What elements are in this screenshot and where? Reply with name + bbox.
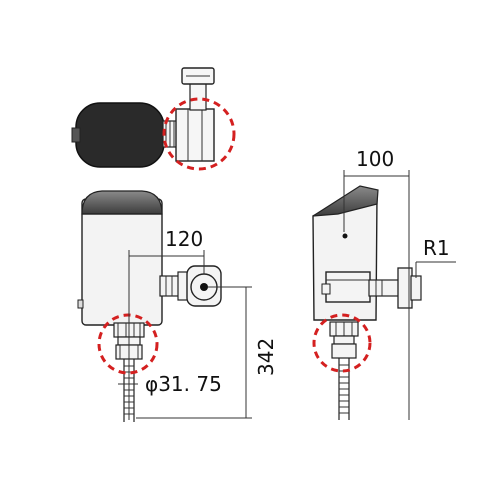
front-cap xyxy=(81,190,163,215)
side-highlight-circle xyxy=(312,313,372,373)
dim-offset: 120 xyxy=(165,227,203,251)
top-sensor-cover xyxy=(75,102,165,168)
front-highlight-circle xyxy=(97,313,159,375)
side-view: 100 R1 xyxy=(312,147,456,420)
front-body xyxy=(81,198,163,326)
side-wall-flange xyxy=(397,267,413,309)
side-flush-pipe xyxy=(338,358,350,420)
dim-pipe-diameter: φ31. 75 xyxy=(145,372,222,396)
front-view: 120 342 φ31. 75 xyxy=(77,190,278,422)
top-valve-body xyxy=(175,108,215,162)
side-valve-block xyxy=(325,271,371,303)
dim-width-top: 100 xyxy=(356,147,394,171)
side-cap xyxy=(312,185,379,217)
dim-height: 342 xyxy=(254,338,278,376)
top-view xyxy=(71,67,236,171)
dim-thread: R1 xyxy=(423,236,450,260)
top-highlight-circle xyxy=(162,97,236,171)
